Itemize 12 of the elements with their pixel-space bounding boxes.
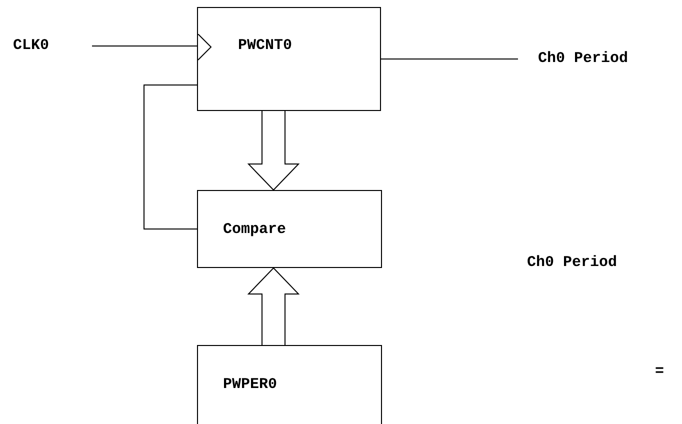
text-label: = [655, 363, 664, 381]
connector-line [380, 58, 518, 60]
signal-name: CLK0 [13, 37, 50, 55]
block-box [197, 190, 382, 268]
connector-line [144, 84, 198, 230]
block-label: PWCNT0 [238, 37, 292, 55]
block-label: Compare [223, 221, 286, 239]
block-box [197, 345, 382, 424]
text-label: Ch0 Period [527, 254, 618, 272]
block-label: PWPER0 [223, 376, 278, 394]
signal-name: Ch0 Period [538, 50, 628, 68]
block-box [197, 7, 381, 111]
